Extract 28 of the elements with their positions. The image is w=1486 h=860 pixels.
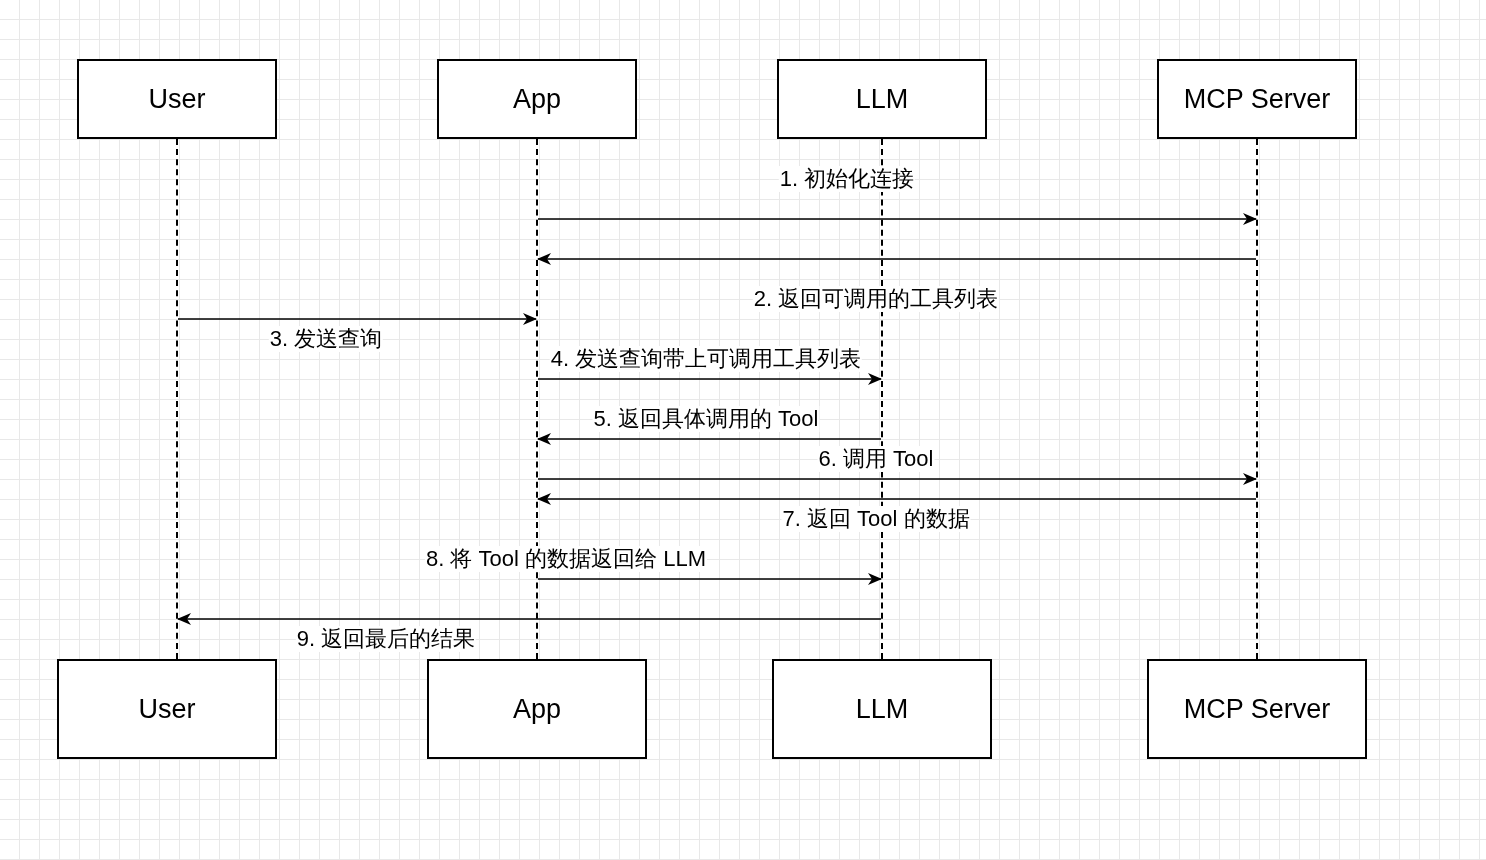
lifeline-box: User xyxy=(57,659,277,759)
message-arrow xyxy=(177,613,882,625)
edge-label: 8. 将 Tool 的数据返回给 LLM xyxy=(425,546,707,572)
message-arrow xyxy=(537,253,1257,265)
message-arrow xyxy=(537,433,882,445)
lifeline-box: MCP Server xyxy=(1157,59,1357,139)
edge-label: 2. 返回可调用的工具列表 xyxy=(752,286,1000,312)
message-arrow xyxy=(537,213,1257,225)
edge-label: 5. 返回具体调用的 Tool xyxy=(592,406,820,432)
message-arrow xyxy=(537,373,882,385)
message-arrow xyxy=(177,313,537,325)
edge-label: 9. 返回最后的结果 xyxy=(295,626,477,652)
lifeline xyxy=(1256,139,1258,659)
lifeline-box: MCP Server xyxy=(1147,659,1367,759)
message-arrow xyxy=(537,473,1257,485)
edge-label: 4. 发送查询带上可调用工具列表 xyxy=(549,346,863,372)
lifeline-box: LLM xyxy=(777,59,987,139)
edge-label: 3. 发送查询 xyxy=(268,326,384,352)
lifeline-box: User xyxy=(77,59,277,139)
lifeline-box: App xyxy=(427,659,647,759)
lifeline-box: App xyxy=(437,59,637,139)
message-arrow xyxy=(537,573,882,585)
message-arrow xyxy=(537,493,1257,505)
edge-label: 6. 调用 Tool xyxy=(817,446,935,472)
lifeline-box: LLM xyxy=(772,659,992,759)
edge-label: 7. 返回 Tool 的数据 xyxy=(781,506,971,532)
edge-label: 1. 初始化连接 xyxy=(778,166,916,192)
lifeline xyxy=(176,139,178,659)
